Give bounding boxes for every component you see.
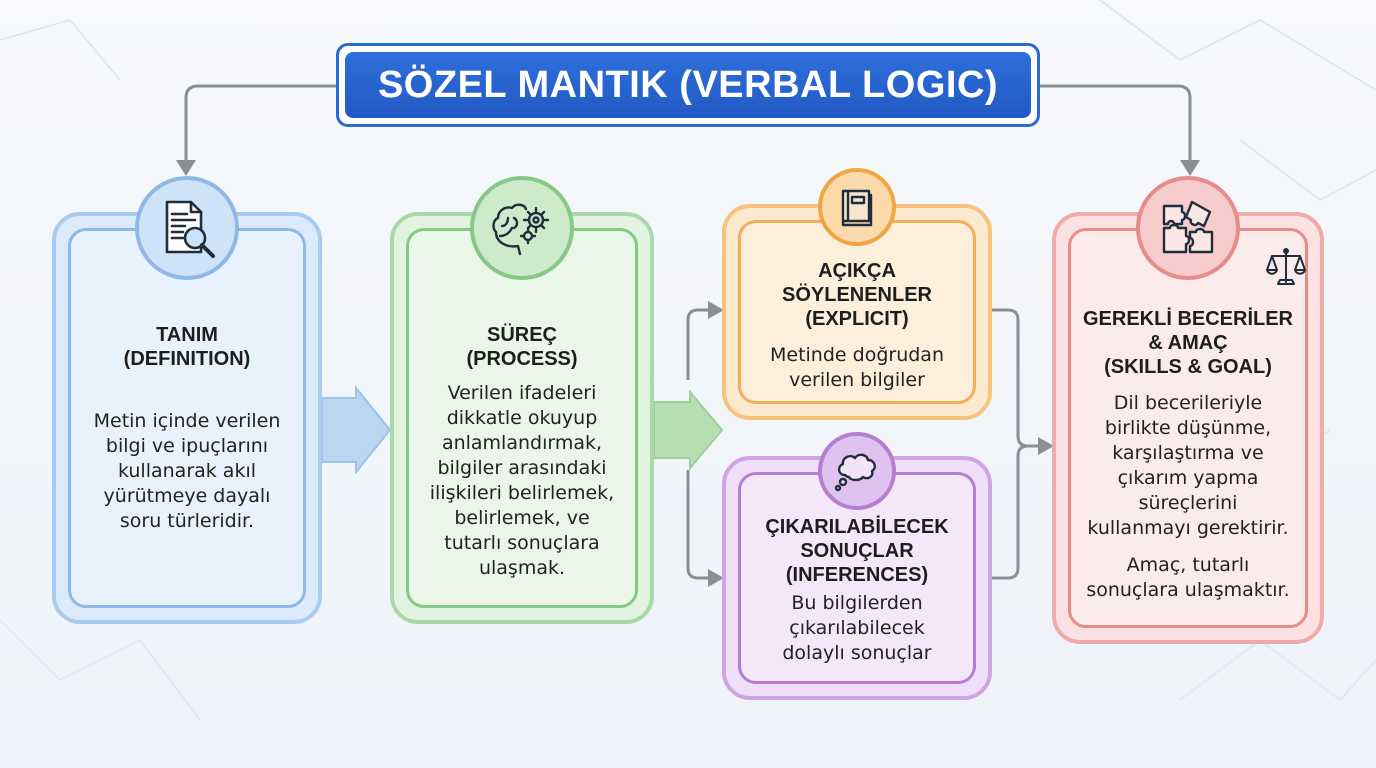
explicit-icon-badge <box>818 168 896 246</box>
skills-body-line: kullanmayı gerektirir. <box>1087 517 1289 539</box>
explicit-title-line: (EXPLICIT) <box>805 308 909 330</box>
connector-process-to-inferences <box>686 470 712 580</box>
skills-icon-badge <box>1136 176 1240 280</box>
arrowhead-definition <box>176 160 196 176</box>
title-banner-inner: SÖZEL MANTIK (VERBAL LOGIC) <box>345 52 1031 118</box>
process-icon-badge <box>470 176 574 280</box>
page-title: SÖZEL MANTIK (VERBAL LOGIC) <box>377 63 999 106</box>
connector-title-to-definition <box>184 84 336 162</box>
arrowhead-skills-merge <box>1038 437 1054 455</box>
definition-body-line: kullanarak akıl <box>117 460 257 482</box>
process-body: Verilen ifadeleri dikkatle okuyup anlaml… <box>430 381 614 581</box>
skills-title-line: (SKILLS & GOAL) <box>1104 356 1272 378</box>
skills-goal: Amaç, tutarlı sonuçlara ulaşmaktır. <box>1086 553 1289 603</box>
arrowhead-inferences <box>708 569 724 587</box>
skills-title-line: & AMAÇ <box>1148 332 1228 354</box>
process-body-line: bilgiler arasındaki <box>437 457 607 479</box>
document-search-icon <box>165 200 215 258</box>
skills-title: GEREKLİ BECERİLER & AMAÇ (SKILLS & GOAL) <box>1083 307 1293 379</box>
inferences-title-line: (INFERENCES) <box>785 564 929 586</box>
inferences-body-line: dolaylı sonuçlar <box>782 642 932 664</box>
definition-card-inner: TANIM (DEFINITION) Metin içinde verilen … <box>68 228 306 608</box>
explicit-title: AÇIKÇA SÖYLENENLER (EXPLICIT) <box>782 259 932 331</box>
title-banner: SÖZEL MANTIK (VERBAL LOGIC) <box>336 43 1040 127</box>
arrowhead-explicit <box>708 301 724 319</box>
inferences-title-line: ÇIKARILABİLECEK <box>765 516 949 538</box>
skills-body-line: süreçlerini <box>1138 492 1238 514</box>
process-body-line: tutarlı sonuçlara <box>444 532 600 554</box>
definition-body: Metin içinde verilen bilgi ve ipuçlarını… <box>94 409 281 534</box>
definition-body-line: Metin içinde verilen <box>93 410 281 432</box>
skills-body-line: çıkarım yapma <box>1117 467 1259 489</box>
book-icon <box>841 189 873 227</box>
inferences-title-line: SONUÇLAR <box>800 540 914 562</box>
arrowhead-skills <box>1180 160 1200 176</box>
process-card: SÜREÇ (PROCESS) Verilen ifadeleri dikkat… <box>390 212 654 624</box>
inferences-body: Bu bilgilerden çıkarılabilecek dolaylı s… <box>782 591 931 666</box>
process-body-line: anlamlandırmak, <box>441 432 603 454</box>
skills-goal-line: sonuçlara ulaşmaktır. <box>1086 579 1290 601</box>
explicit-body: Metinde doğrudan verilen bilgiler <box>770 343 944 393</box>
definition-body-line: bilgi ve ipuçlarını <box>105 435 269 457</box>
skills-body-line: Dil becerileriyle <box>1113 392 1263 414</box>
puzzle-icon <box>1162 200 1214 254</box>
explicit-body-line: verilen bilgiler <box>789 369 925 391</box>
definition-body-line: soru türleridir. <box>119 510 255 532</box>
inferences-card: ÇIKARILABİLECEK SONUÇLAR (INFERENCES) Bu… <box>722 456 992 700</box>
skills-body-line: karşılaştırma ve <box>1112 442 1264 464</box>
skills-card-inner: GEREKLİ BECERİLER & AMAÇ (SKILLS & GOAL)… <box>1068 228 1308 628</box>
block-arrow-definition-to-process <box>321 385 392 475</box>
skills-card: GEREKLİ BECERİLER & AMAÇ (SKILLS & GOAL)… <box>1052 212 1324 644</box>
process-body-line: ilişkileri belirlemek, <box>429 482 615 504</box>
definition-title-line: TANIM <box>156 324 218 346</box>
scales-icon <box>1266 248 1306 285</box>
brain-gear-icon <box>492 203 550 256</box>
process-title-line: (PROCESS) <box>466 348 578 370</box>
inferences-body-line: çıkarılabilecek <box>789 617 925 639</box>
explicit-body-line: Metinde doğrudan <box>770 344 944 366</box>
process-card-inner: SÜREÇ (PROCESS) Verilen ifadeleri dikkat… <box>406 228 638 608</box>
inferences-title: ÇIKARILABİLECEK SONUÇLAR (INFERENCES) <box>765 515 948 587</box>
inferences-body-line: Bu bilgilerden <box>791 592 923 614</box>
process-title: SÜREÇ (PROCESS) <box>466 323 577 371</box>
definition-body-line: yürütmeye dayalı <box>103 485 271 507</box>
skills-body: Dil becerileriyle birlikte düşünme, karş… <box>1087 391 1288 541</box>
connector-title-to-skills <box>1040 84 1192 162</box>
block-arrow-process-to-branches <box>653 389 724 471</box>
connector-inferences-to-skills <box>992 444 1029 580</box>
skills-body-line: birlikte düşünme, <box>1104 417 1272 439</box>
process-body-line: ulaşmak. <box>478 557 566 579</box>
definition-icon-badge <box>135 176 239 280</box>
process-body-line: belirlemek, ve <box>454 507 590 529</box>
connector-process-to-explicit <box>686 308 712 380</box>
definition-title-line: (DEFINITION) <box>123 348 251 370</box>
definition-title: TANIM (DEFINITION) <box>124 323 251 371</box>
process-body-line: Verilen ifadeleri <box>447 382 597 404</box>
inferences-icon-badge <box>818 432 896 510</box>
connector-explicit-to-skills <box>992 308 1040 448</box>
skills-goal-line: Amaç, tutarlı <box>1126 554 1250 576</box>
thought-bubble-icon <box>834 453 876 492</box>
explicit-card-inner: AÇIKÇA SÖYLENENLER (EXPLICIT) Metinde do… <box>738 220 976 404</box>
explicit-title-line: AÇIKÇA <box>818 260 896 282</box>
process-body-line: dikkatle okuyup <box>446 407 598 429</box>
definition-card: TANIM (DEFINITION) Metin içinde verilen … <box>52 212 322 624</box>
process-title-line: SÜREÇ <box>486 324 557 346</box>
explicit-title-line: SÖYLENENLER <box>781 284 933 306</box>
skills-title-line: GEREKLİ BECERİLER <box>1082 308 1294 330</box>
